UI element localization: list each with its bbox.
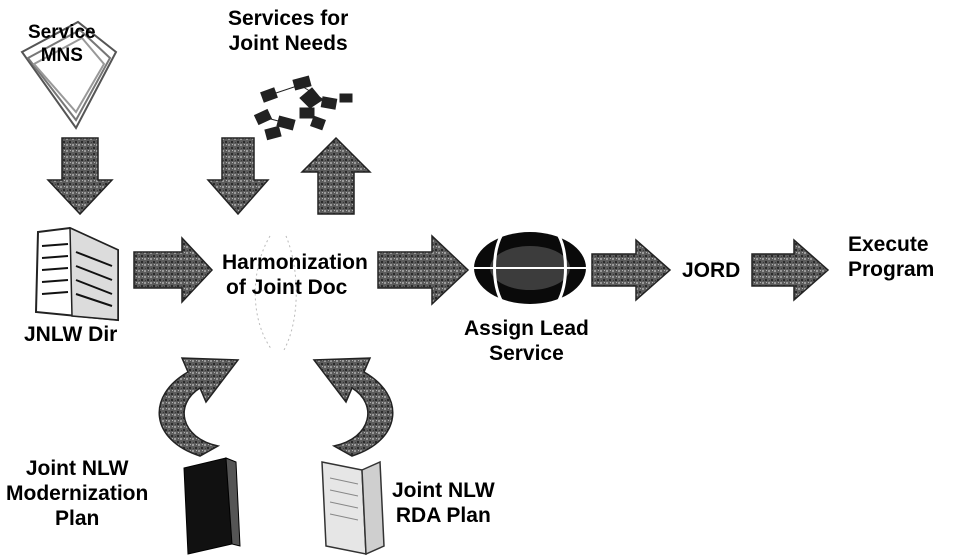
execute-program-label: Execute Program xyxy=(848,233,935,282)
service-mns-label: Service MNS xyxy=(28,22,96,66)
stacked-documents-icon xyxy=(20,20,118,130)
harmonization-label: Harmonization of Joint Doc xyxy=(222,251,368,300)
services-joint-needs-label: Services for Joint Needs xyxy=(228,7,349,56)
assign-lead-service-label: Assign Lead Service xyxy=(464,317,589,366)
up-arrow-services-icon xyxy=(300,136,372,215)
open-book-icon xyxy=(321,460,385,556)
harmonization-glyph-icon xyxy=(254,235,297,351)
right-arrow-1-icon xyxy=(133,236,214,304)
building-icon xyxy=(34,226,119,322)
modernization-plan-label: Joint NLW Modernization Plan xyxy=(6,457,149,531)
jord-label: JORD xyxy=(682,259,741,282)
right-arrow-4-icon xyxy=(751,238,830,302)
down-arrow-mns-icon xyxy=(46,137,114,216)
right-arrow-2-icon xyxy=(377,234,470,306)
network-cluster-icon xyxy=(253,75,353,141)
right-arrow-3-icon xyxy=(591,238,672,302)
jnlw-dir-label: JNLW Dir xyxy=(24,323,118,346)
down-arrow-services-icon xyxy=(206,137,270,216)
closed-book-icon xyxy=(183,457,241,555)
curved-arrow-right-icon xyxy=(312,357,394,457)
rda-plan-label: Joint NLW RDA Plan xyxy=(392,479,495,528)
football-icon xyxy=(474,232,586,304)
curved-arrow-left-icon xyxy=(158,357,240,457)
